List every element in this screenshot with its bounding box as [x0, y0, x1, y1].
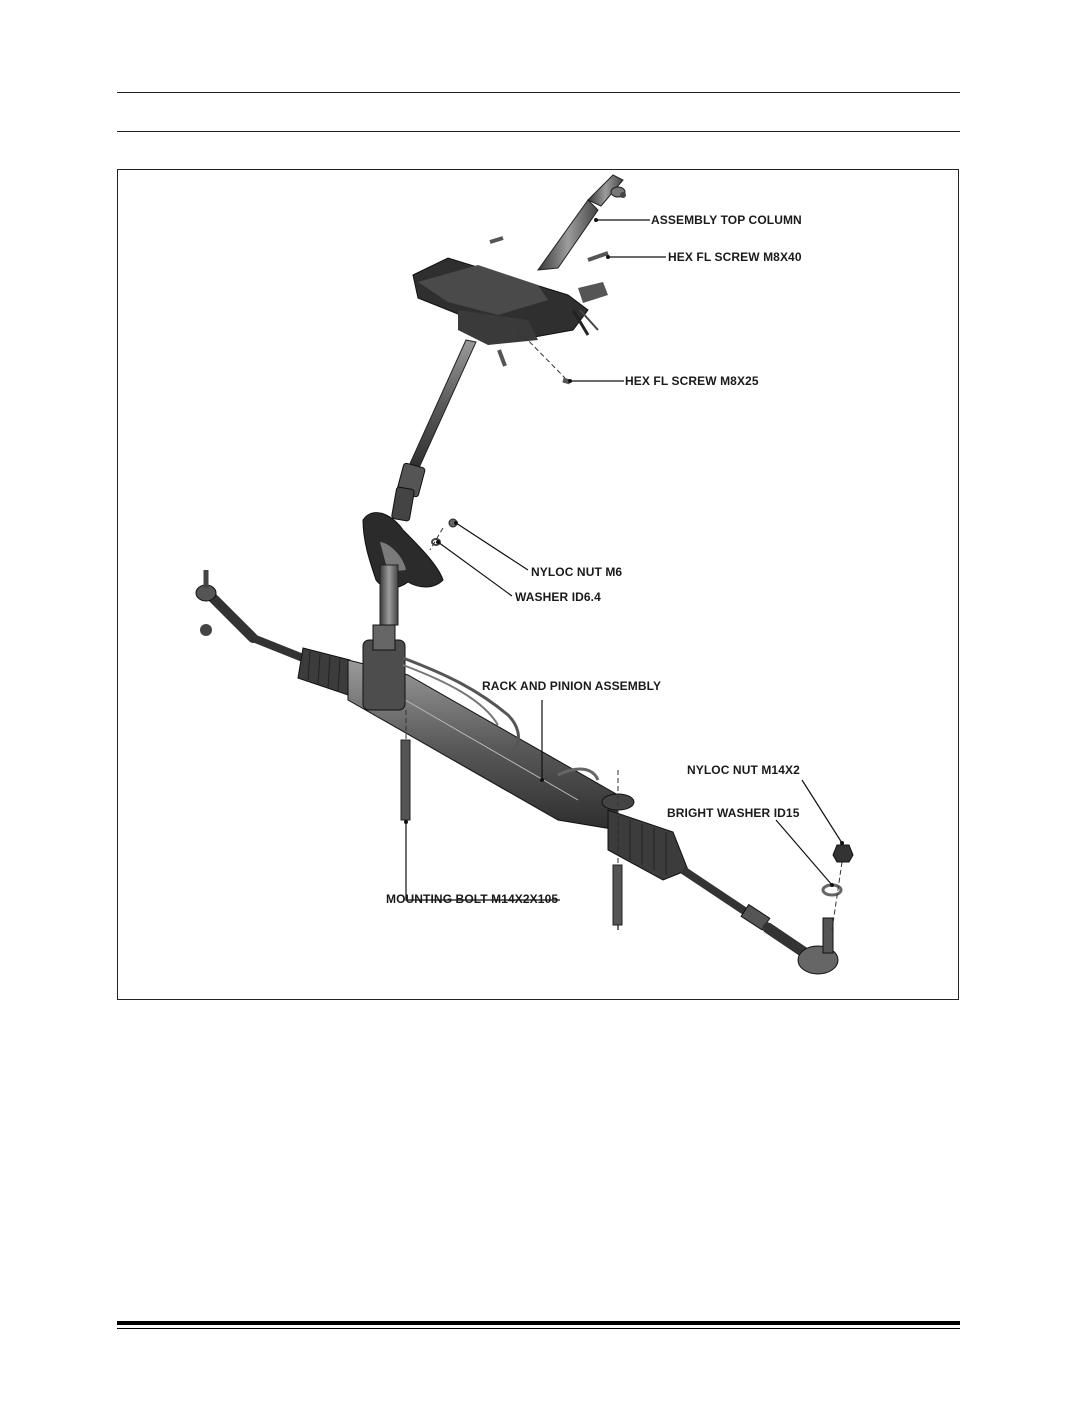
- footer-rule-thick: [117, 1321, 960, 1325]
- leader-lines: [405, 219, 843, 930]
- header-rule-bottom: [117, 131, 960, 132]
- assembly-axis-lines: [405, 329, 843, 931]
- callout-mounting-bolt-m14x2x105: MOUNTING BOLT M14X2X105: [386, 892, 559, 906]
- callout-nyloc-nut-m6: NYLOC NUT M6: [531, 565, 623, 579]
- callout-hex-fl-screw-m8x40: HEX FL SCREW M8X40: [668, 250, 802, 264]
- nyloc-nut-m14x2: [832, 844, 854, 863]
- callout-nyloc-nut-m14x2: NYLOC NUT M14X2: [687, 763, 800, 777]
- callout-assembly-top-column: ASSEMBLY TOP COLUMN: [651, 213, 802, 227]
- mounting-bolt-right: [612, 864, 623, 926]
- top-column-assembly: [412, 174, 626, 345]
- screw-m8x40: [587, 251, 609, 262]
- steering-assembly-illustration: [195, 174, 854, 975]
- footer-rule-thin: [117, 1328, 960, 1329]
- header-rule-top: [117, 92, 960, 93]
- bulkhead-boot: [362, 512, 444, 626]
- screw-top-left: [489, 236, 504, 244]
- callout-rack-and-pinion-assembly: RACK AND PINION ASSEMBLY: [482, 679, 662, 693]
- screw-lower-left: [497, 349, 507, 367]
- steering-assembly-figure: ASSEMBLY TOP COLUMN HEX FL SCREW M8X40 H…: [117, 169, 959, 1000]
- rack-and-pinion-body: [195, 570, 839, 975]
- mounting-bolt-left: [400, 739, 411, 821]
- leader-dots: [404, 218, 844, 887]
- callout-hex-fl-screw-m8x25: HEX FL SCREW M8X25: [625, 374, 759, 388]
- intermediate-shaft: [391, 339, 477, 522]
- callout-washer-id64: WASHER ID6.4: [515, 590, 601, 604]
- callout-bright-washer-id15: BRIGHT WASHER ID15: [667, 806, 800, 820]
